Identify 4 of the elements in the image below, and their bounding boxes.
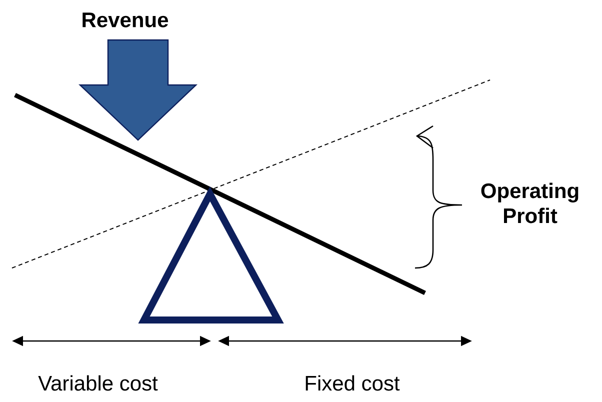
axis-label: Fixed cost [306,375,400,391]
profit-label: Operating Profit [481,182,578,224]
revenue-label: Revenue [82,12,168,28]
axis-label: Variable cost [38,375,158,391]
